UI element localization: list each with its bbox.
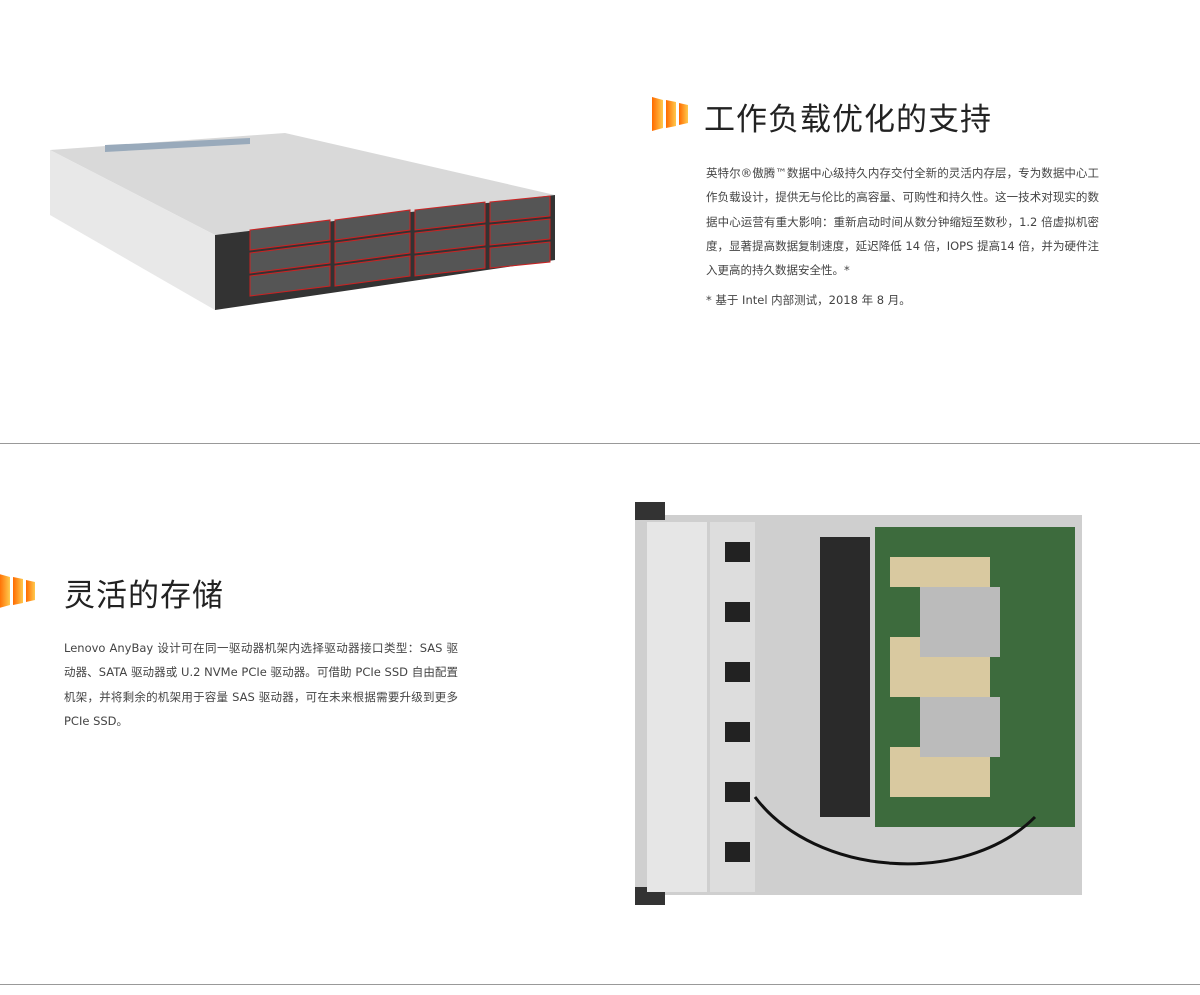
brand-bars-icon xyxy=(0,574,35,608)
section-title: 灵活的存储 xyxy=(64,578,224,614)
divider xyxy=(0,984,1200,985)
divider xyxy=(0,443,1200,444)
section-body: Lenovo AnyBay 设计可在同一驱动器机架内选择驱动器接口类型：SAS … xyxy=(64,641,458,728)
section-body: 英特尔®傲腾™数据中心级持久内存交付全新的灵活内存层，专为数据中心工作负载设计，… xyxy=(706,166,1099,278)
footnote: * 基于 Intel 内部测试，2018 年 8 月。 xyxy=(706,293,911,307)
brand-bars-icon xyxy=(652,97,688,131)
section-title: 工作负载优化的支持 xyxy=(704,102,992,138)
server-interior-image xyxy=(635,502,1082,905)
rack-server-image xyxy=(50,133,555,310)
